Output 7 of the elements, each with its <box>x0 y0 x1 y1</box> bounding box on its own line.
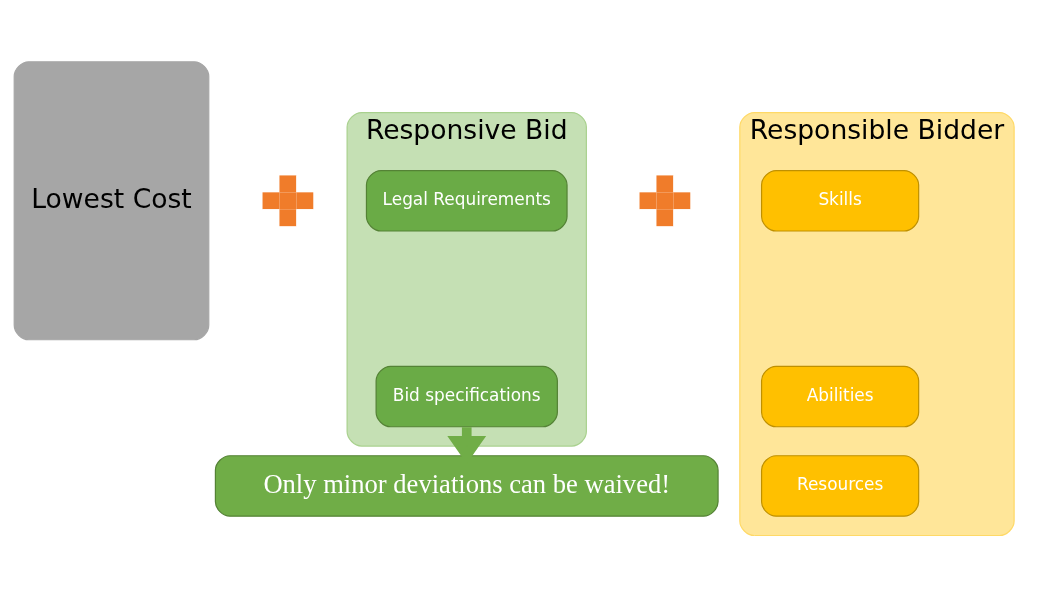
node-box: Abilities <box>760 365 919 427</box>
node-box: Lowest Cost <box>13 60 209 340</box>
node-box: Resources <box>760 454 919 517</box>
node-box: Bid specifications <box>375 365 558 427</box>
node-box: Legal Requirements <box>365 169 568 232</box>
node-box: Skills <box>760 169 919 232</box>
node-box: Only minor deviations can be waived! <box>214 454 719 517</box>
